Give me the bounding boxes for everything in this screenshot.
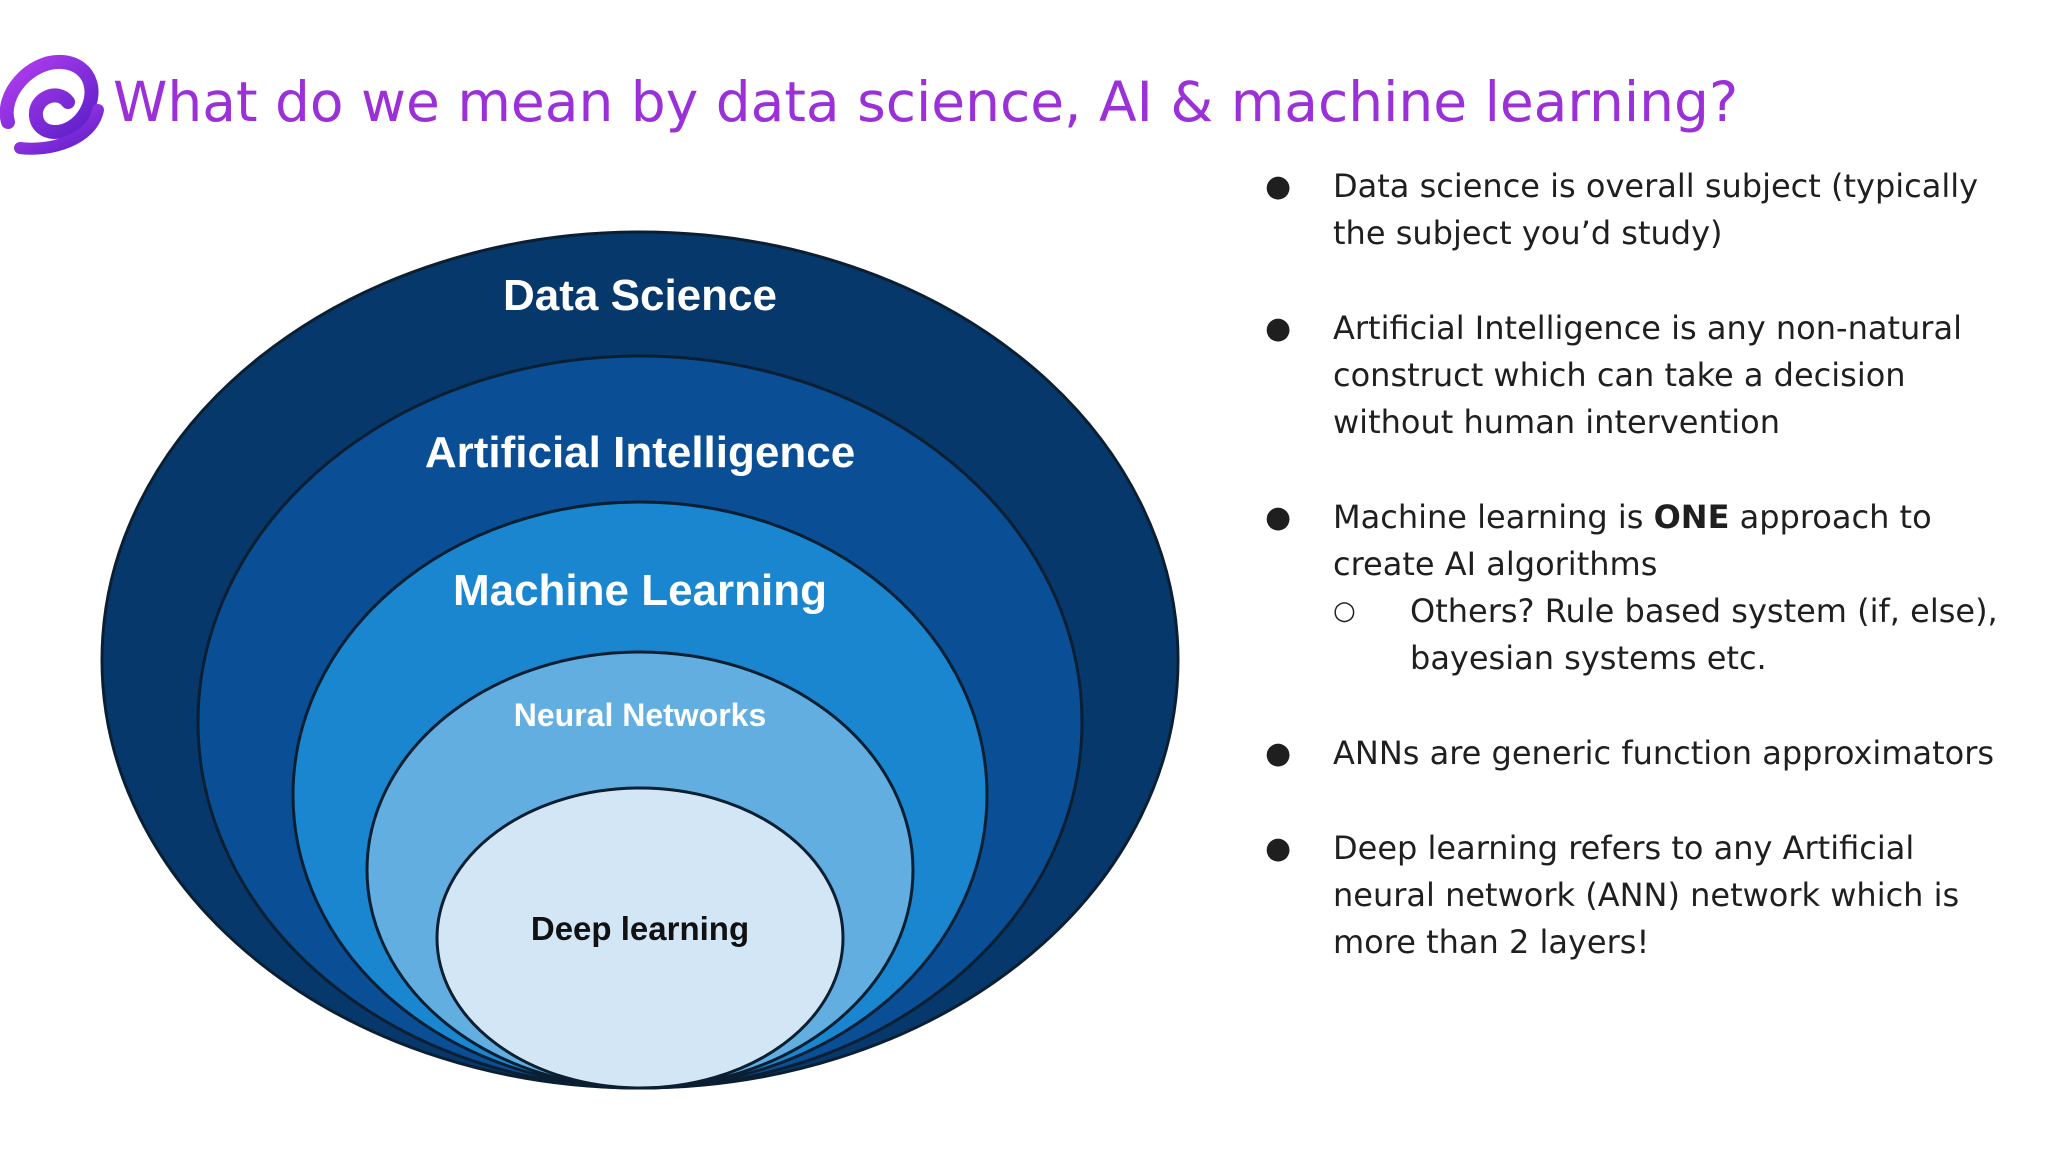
label-artificial-intelligence: Artificial Intelligence bbox=[425, 428, 855, 477]
bullet-item: ● Data science is overall subject (typic… bbox=[1265, 163, 2025, 257]
bullet-list: ● Data science is overall subject (typic… bbox=[1265, 163, 2025, 1014]
bullet-text-data-science: Data science is overall subject (typical… bbox=[1333, 167, 1979, 252]
label-data-science: Data Science bbox=[503, 271, 777, 320]
label-machine-learning: Machine Learning bbox=[453, 566, 827, 615]
sub-bullet-text: Others? Rule based system (if, else), ba… bbox=[1410, 592, 1998, 677]
bullet-icon: ● bbox=[1265, 500, 1292, 535]
bullet-item: ● Deep learning refers to any Artificial… bbox=[1265, 825, 2025, 966]
bullet-text-ml: Machine learning is ONE approach to crea… bbox=[1333, 498, 1932, 583]
bullet-text-ai: Artificial Intelligence is any non-natur… bbox=[1333, 309, 1962, 441]
bullet-item: ● Machine learning is ONE approach to cr… bbox=[1265, 494, 2025, 682]
bullet-icon: ● bbox=[1265, 311, 1292, 346]
emphasis-one: ONE bbox=[1653, 498, 1730, 536]
label-neural-networks: Neural Networks bbox=[514, 697, 767, 733]
sub-bullet-icon: ○ bbox=[1333, 596, 1356, 626]
bullet-icon: ● bbox=[1265, 169, 1292, 204]
bullet-icon: ● bbox=[1265, 831, 1292, 866]
page-title: What do we mean by data science, AI & ma… bbox=[113, 70, 1739, 134]
swirl-logo-icon bbox=[0, 54, 104, 155]
bullet-text-deep-learning: Deep learning refers to any Artificial n… bbox=[1333, 829, 1960, 961]
bullet-item: ● ANNs are generic function approximator… bbox=[1265, 730, 2025, 777]
label-deep-learning: Deep learning bbox=[531, 910, 749, 947]
nested-ellipse-diagram: Data Science Artificial Intelligence Mac… bbox=[100, 230, 1180, 1090]
bullet-text-anns: ANNs are generic function approximators bbox=[1333, 734, 1995, 772]
sub-bullet-item: ○ Others? Rule based system (if, else), … bbox=[1333, 588, 2025, 682]
bullet-icon: ● bbox=[1265, 736, 1292, 771]
layer-deep-learning bbox=[435, 786, 845, 1090]
bullet-item: ● Artificial Intelligence is any non-nat… bbox=[1265, 305, 2025, 446]
